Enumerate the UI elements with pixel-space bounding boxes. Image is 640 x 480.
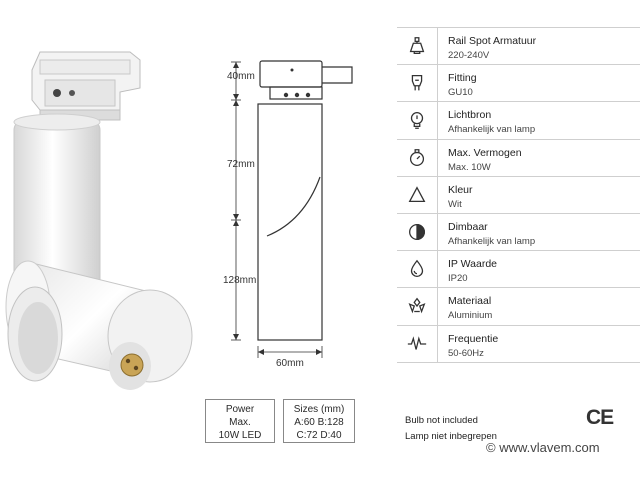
spec-row: Frequentie 50-60Hz xyxy=(397,325,640,363)
frequency-icon xyxy=(407,335,427,350)
spec-row: Kleur Wit xyxy=(397,176,640,214)
spec-title: Kleur xyxy=(448,183,473,196)
power-box: Power Max. 10W LED xyxy=(205,399,275,443)
spec-title: Rail Spot Armatuur xyxy=(448,35,537,47)
spec-value: Wit xyxy=(448,198,462,210)
spec-title: IP Waarde xyxy=(448,258,498,271)
dimension-bottom-label: 128mm xyxy=(223,275,257,286)
dimmer-icon xyxy=(409,224,425,241)
spec-value: Aluminium xyxy=(448,310,493,322)
power-box-value: 10W LED xyxy=(218,430,262,441)
spec-title: Max. Vermogen xyxy=(448,146,522,159)
spec-title: Frequentie xyxy=(448,332,499,345)
spec-value: Afhankelijk van lamp xyxy=(448,124,536,136)
bulb-note-nl: Lamp niet inbegrepen xyxy=(405,431,497,442)
spec-value: 50-60Hz xyxy=(448,347,484,359)
material-icon xyxy=(408,298,426,314)
spec-row: Lichtbron Afhankelijk van lamp xyxy=(397,102,640,140)
spec-row: IP Waarde IP20 xyxy=(397,251,640,289)
color-triangle-icon xyxy=(408,186,426,202)
sizes-box-row: C:72 D:40 xyxy=(296,430,342,441)
spec-row: Max. Vermogen Max. 10W xyxy=(397,139,640,177)
power-box-title: Power xyxy=(225,404,255,415)
dimension-top-label: 40mm xyxy=(227,71,255,82)
spec-value: 220-240V xyxy=(448,50,490,61)
lamp-icon xyxy=(409,37,425,55)
dimension-middle-label: 72mm xyxy=(227,159,255,170)
spec-value: Max. 10W xyxy=(448,161,491,173)
bulb-note-en: Bulb not included xyxy=(405,415,478,426)
spec-value: GU10 xyxy=(448,87,473,99)
spec-value: Afhankelijk van lamp xyxy=(448,235,536,247)
sizes-box-row: A:60 B:128 xyxy=(294,417,344,428)
sizes-box-title: Sizes (mm) xyxy=(293,404,345,415)
spec-row: Rail Spot Armatuur 220-240V xyxy=(397,28,640,66)
watermark: © www.vlavem.com xyxy=(486,440,600,455)
power-dial-icon xyxy=(409,148,425,166)
dimension-width-label: 60mm xyxy=(276,358,304,369)
bulb-note: Bulb not included Lamp niet inbegrepen xyxy=(405,413,497,445)
water-drop-icon xyxy=(410,259,424,278)
lightbulb-icon xyxy=(410,112,424,130)
spec-row: Fitting GU10 xyxy=(397,65,640,103)
technical-drawing xyxy=(231,60,353,358)
sizes-box: Sizes (mm) A:60 B:128 C:72 D:40 xyxy=(283,399,355,443)
ce-mark: CE xyxy=(586,406,614,429)
spec-value: IP20 xyxy=(448,273,468,285)
product-photo xyxy=(5,51,193,390)
spec-title: Lichtbron xyxy=(448,109,492,122)
spec-title: Dimbaar xyxy=(448,220,488,233)
spec-row: Dimbaar Afhankelijk van lamp xyxy=(397,213,640,252)
bulb-socket-icon xyxy=(411,75,423,91)
power-box-max: Max. xyxy=(229,417,251,428)
spec-title: Materiaal xyxy=(448,295,492,308)
spec-row: Materiaal Aluminium xyxy=(397,288,640,326)
spec-title: Fitting xyxy=(448,72,477,85)
spec-table: Rail Spot Armatuur 220-240V Fitting GU10… xyxy=(397,27,640,372)
